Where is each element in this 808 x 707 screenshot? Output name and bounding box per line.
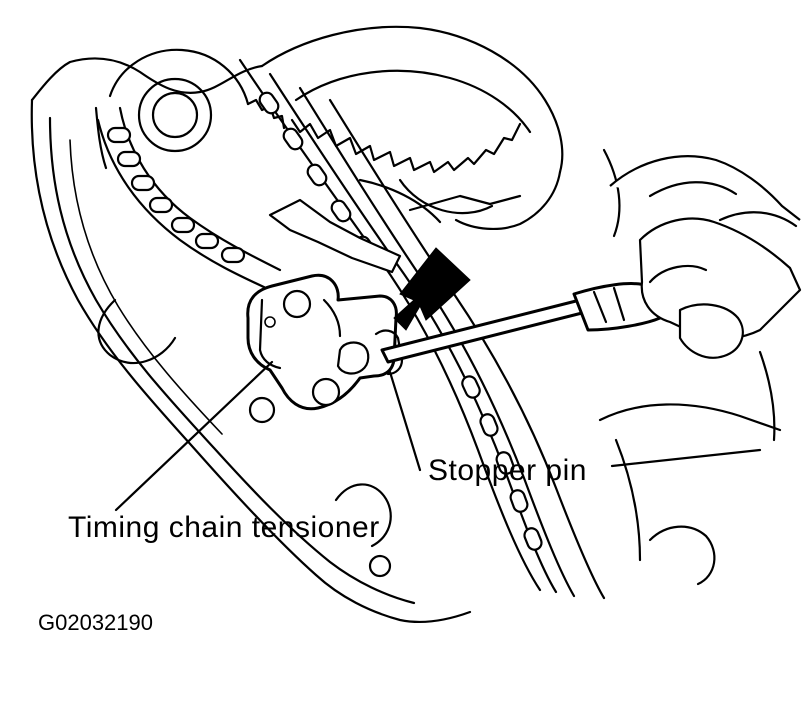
stopper-pin-leader-right (610, 448, 762, 468)
lower-housing (598, 350, 782, 586)
crank-gear (260, 25, 621, 238)
stopper-pin-leader (388, 370, 422, 472)
timing-chain-left (96, 106, 282, 290)
tensioner-leader (114, 360, 274, 512)
stopper-pin-label: Stopper pin (428, 454, 587, 487)
camshaft-sprocket (108, 48, 286, 153)
chain-slipper (268, 178, 522, 274)
timing-chain-tensioner-label: Timing chain tensioner (68, 511, 380, 544)
engine-housing (30, 57, 472, 624)
timing-chain-tensioner-body (246, 273, 404, 411)
direction-arrow (393, 247, 471, 331)
hand-with-screwdriver (380, 155, 802, 364)
figure-id: G02032190 (38, 610, 153, 635)
callout-leaders (114, 360, 762, 512)
